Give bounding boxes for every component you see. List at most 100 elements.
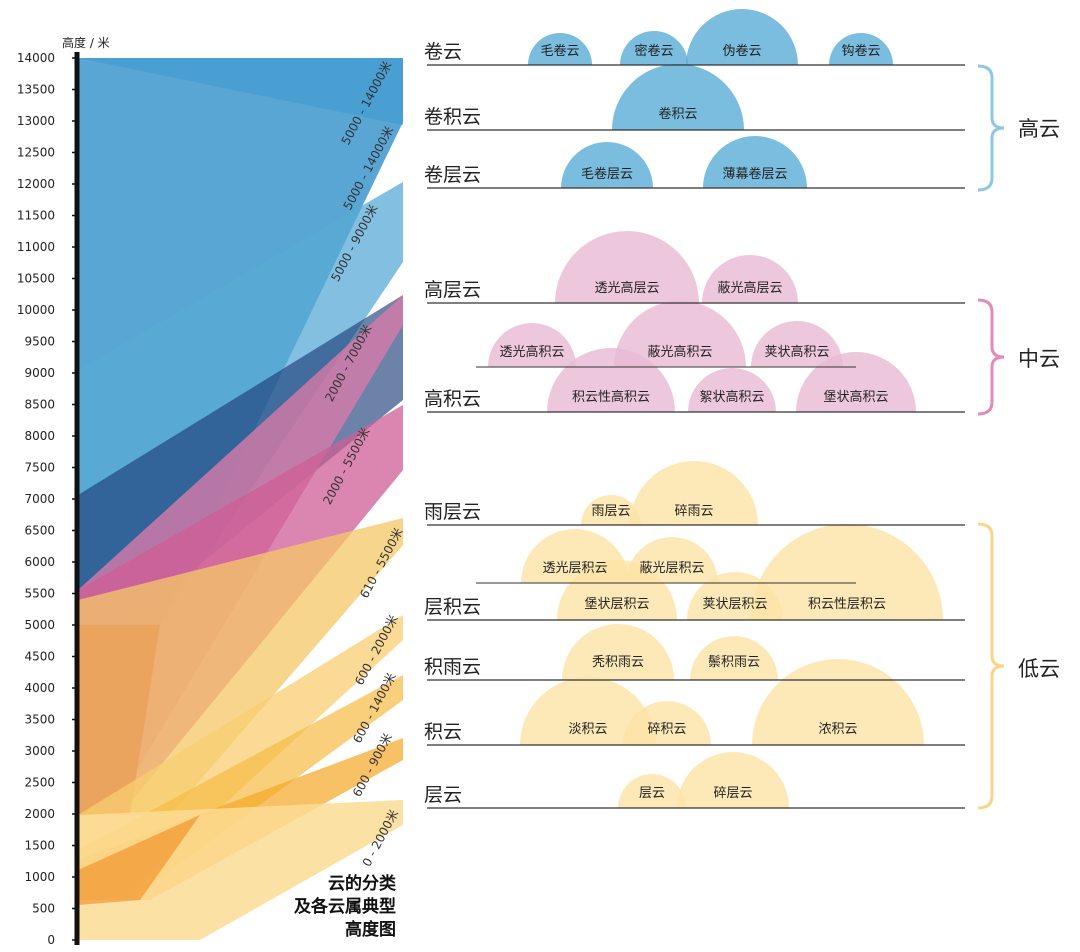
species-label: 蔽光高积云 (647, 344, 712, 360)
genus-label: 卷云 (424, 41, 462, 63)
height-axis-title: 高度 / 米 (62, 35, 110, 50)
cloud-species-domes (488, 9, 943, 808)
axis-tick-label: 8500 (24, 398, 55, 412)
species-dome (829, 33, 893, 65)
axis-tick-label: 3000 (24, 744, 55, 758)
species-dome (614, 301, 746, 367)
species-dome (528, 33, 592, 65)
species-label: 钩卷云 (841, 43, 880, 59)
species-label: 碎积云 (647, 722, 686, 737)
group-brace (977, 64, 1005, 192)
group-label: 低云 (1018, 657, 1060, 681)
axis-tick-label: 13500 (17, 83, 55, 97)
axis-tick-label: 14000 (17, 51, 55, 65)
species-dome (561, 142, 653, 188)
species-dome (686, 9, 798, 65)
genus-label: 卷层云 (424, 164, 481, 186)
species-label: 堡状高积云 (823, 389, 888, 405)
axis-tick-label: 13000 (17, 114, 55, 128)
axis-tick-label: 9500 (24, 335, 55, 349)
axis-tick-label: 7000 (24, 492, 55, 506)
species-dome (557, 560, 677, 620)
species-label: 堡状层积云 (584, 596, 649, 612)
genus-label: 层云 (424, 784, 462, 806)
group-brace (977, 298, 1005, 416)
species-label: 透光高积云 (499, 344, 564, 360)
axis-tick-label: 6500 (24, 524, 55, 538)
genus-label: 积云 (424, 721, 462, 743)
axis-tick-label: 2500 (24, 776, 55, 790)
species-dome (688, 368, 776, 412)
species-dome (630, 461, 758, 525)
axis-tick-label: 10000 (17, 303, 55, 317)
species-label: 毛卷层云 (581, 166, 633, 182)
species-label: 碎层云 (713, 786, 752, 801)
species-dome (581, 495, 641, 525)
axis-tick-label: 5500 (24, 587, 55, 601)
species-label: 薄幕卷层云 (722, 166, 787, 182)
genus-label: 高积云 (424, 388, 481, 410)
species-label: 荚状高积云 (764, 344, 829, 360)
diagram-title: 云的分类 及各云属典型 高度图 (294, 873, 397, 940)
species-labels: 毛卷云密卷云伪卷云钩卷云卷积云毛卷层云薄幕卷层云透光高层云蔽光高层云透光高积云蔽… (499, 43, 888, 801)
axis-tick-label: 9000 (24, 366, 55, 380)
species-label: 透光层积云 (542, 561, 607, 576)
species-dome (620, 31, 688, 65)
axis-tick-label: 4500 (24, 650, 55, 664)
axis-tick-label: 500 (32, 902, 55, 916)
species-label: 淡积云 (568, 722, 607, 737)
species-dome (520, 677, 656, 745)
species-dome (618, 774, 686, 808)
species-label: 秃积雨云 (592, 655, 644, 670)
species-dome (703, 136, 807, 188)
species-dome (488, 323, 576, 367)
height-axis: 高度 / 米 050010001500200025003000350040004… (17, 35, 110, 947)
axis-tick-label: 7500 (24, 461, 55, 475)
species-dome (555, 231, 699, 303)
species-dome (702, 255, 798, 303)
genus-baselines (427, 64, 965, 809)
axis-tick-label: 3500 (24, 713, 55, 727)
title-line-2: 及各云属典型 (294, 896, 396, 917)
axis-tick-label: 10500 (17, 272, 55, 286)
group-label: 高云 (1018, 117, 1060, 141)
species-label: 积云性高积云 (572, 389, 650, 405)
species-dome (751, 524, 943, 620)
species-dome (690, 636, 778, 680)
axis-tick-label: 12000 (17, 177, 55, 191)
species-dome (612, 64, 744, 130)
group-brace (977, 522, 1005, 810)
species-dome (547, 348, 675, 412)
species-label: 浓积云 (818, 722, 857, 737)
axis-tick-label: 0 (47, 933, 55, 947)
genus-label: 积雨云 (424, 656, 481, 678)
height-band-deep-orange (78, 815, 200, 905)
species-label: 鬃积雨云 (708, 655, 760, 670)
axis-tick-label: 11000 (17, 240, 55, 254)
species-label: 蔽光高层云 (717, 280, 782, 296)
axis-tick-label: 4000 (24, 681, 55, 695)
axis-tick-label: 2000 (24, 807, 55, 821)
species-label: 层云 (639, 786, 665, 801)
species-label: 雨层云 (591, 504, 630, 519)
title-line-1: 云的分类 (328, 873, 397, 894)
axis-tick-label: 6000 (24, 555, 55, 569)
title-line-3: 高度图 (345, 919, 396, 940)
species-label: 蔽光层积云 (639, 561, 704, 576)
axis-tick-label: 11500 (17, 209, 55, 223)
species-label: 伪卷云 (722, 43, 761, 59)
species-label: 碎雨云 (674, 504, 713, 519)
species-dome (623, 701, 711, 745)
axis-tick-label: 1000 (24, 870, 55, 884)
group-label: 中云 (1018, 347, 1060, 371)
genus-label: 高层云 (424, 279, 481, 301)
axis-tick-label: 5000 (24, 618, 55, 632)
species-dome (677, 752, 789, 808)
axis-tick-label: 8000 (24, 429, 55, 443)
species-label: 积云性层积云 (808, 597, 886, 612)
height-band-layer (78, 58, 403, 940)
height-band-nimbostratus (78, 518, 403, 815)
species-label: 毛卷云 (540, 43, 579, 59)
